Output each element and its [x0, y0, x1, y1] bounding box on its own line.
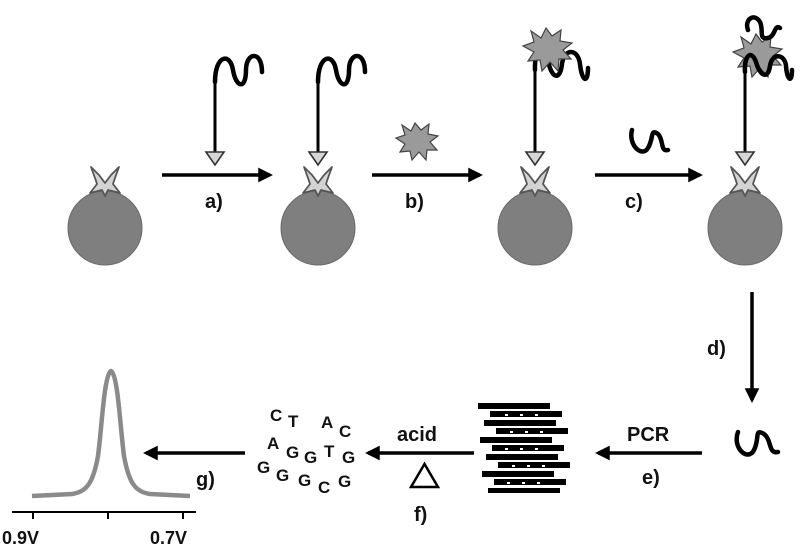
- streptavidin-linker-icon: [302, 166, 334, 197]
- step-c-label: c): [625, 191, 643, 213]
- streptavidin-linker-icon: [519, 166, 551, 197]
- competitor-strand: [744, 15, 783, 41]
- nucleobase-letter: A: [267, 434, 279, 453]
- nucleobase-letter: G: [338, 472, 351, 491]
- nucleobase-letter: G: [304, 448, 317, 467]
- acid-label: acid: [397, 424, 437, 446]
- streptavidin-linker-icon: [89, 166, 121, 197]
- heat-triangle-icon: [408, 461, 441, 489]
- step-e: PCR e): [595, 424, 702, 489]
- eluted-aptamer-icon: [734, 429, 781, 457]
- step-g-label: g): [196, 469, 215, 491]
- nucleobase-letter: T: [288, 412, 299, 431]
- nucleobase-cloud: C T A C A G G T G G G G C G: [257, 406, 355, 497]
- nucleobase-letter: C: [339, 422, 351, 441]
- stage-4-competition: [707, 15, 795, 266]
- target-protein-icon: [394, 121, 440, 162]
- step-b-label: b): [405, 191, 424, 213]
- magnetic-bead: [67, 190, 143, 266]
- aptamer-library-icon: [204, 53, 265, 167]
- streptavidin-linker-icon: [729, 166, 761, 197]
- magnetic-bead: [497, 190, 573, 266]
- step-f-label: f): [414, 504, 427, 526]
- step-d: d): [707, 292, 760, 403]
- nucleobase-letter: T: [324, 442, 335, 461]
- axis-tick-label-right: 0.7V: [150, 528, 187, 548]
- step-a-label: a): [205, 191, 223, 213]
- stage-1-bead: [67, 166, 143, 266]
- nucleobase-letter: C: [270, 406, 282, 425]
- nucleobase-letter: G: [298, 471, 311, 490]
- axis-tick-label-left: 0.9V: [2, 528, 39, 548]
- oxidation-peak-curve: [31, 368, 191, 499]
- step-f: acid f): [365, 424, 474, 526]
- step-c: c): [595, 127, 703, 213]
- stage-3-bound-complex: [497, 26, 591, 266]
- step-d-label: d): [707, 338, 726, 360]
- step-b: b): [372, 121, 483, 213]
- nucleobase-letter: G: [276, 466, 289, 485]
- magnetic-bead: [280, 190, 356, 266]
- step-a: a): [162, 53, 273, 213]
- stage-2-bead-aptamer: [280, 53, 368, 266]
- nucleobase-letter: A: [321, 413, 333, 432]
- pcr-label: PCR: [627, 424, 670, 446]
- magnetic-bead: [707, 190, 783, 266]
- amplified-dsdna-icon: [478, 403, 570, 493]
- target-protein-icon: [521, 26, 574, 73]
- step-g: g): [143, 445, 245, 491]
- competitor-strand-icon: [629, 127, 671, 154]
- voltammogram-plot: 0.9V 0.7V: [2, 368, 196, 548]
- step-e-label: e): [642, 467, 660, 489]
- nucleobase-letter: G: [257, 458, 270, 477]
- nucleobase-letter: C: [318, 478, 330, 497]
- aptamer-strand: [315, 53, 368, 87]
- nucleobase-letter: G: [286, 443, 299, 462]
- nucleobase-letter: G: [342, 448, 355, 467]
- aptamer-strand: [742, 52, 795, 81]
